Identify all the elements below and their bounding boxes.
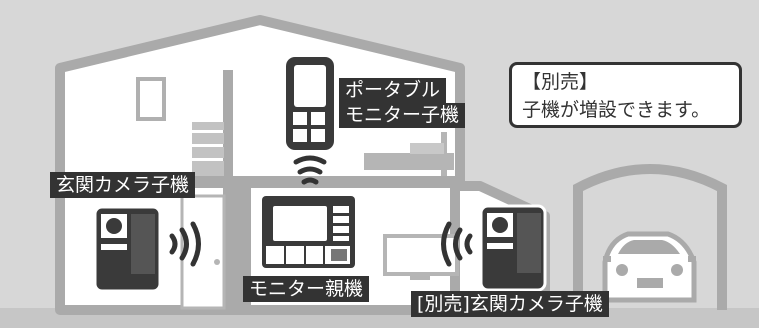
portable-button-3 bbox=[293, 129, 307, 142]
optional-extension-callout: 【別売】 子機が増設できます。 bbox=[509, 62, 742, 128]
entrance-camera-lens bbox=[106, 218, 122, 234]
portable-button-2 bbox=[311, 112, 325, 125]
main-monitor-btn-4 bbox=[333, 236, 349, 241]
carport bbox=[573, 164, 727, 310]
upper-left-room bbox=[136, 77, 224, 176]
bed bbox=[364, 132, 454, 176]
portable-monitor-device bbox=[286, 57, 334, 150]
shelf-2 bbox=[192, 133, 224, 144]
door-frame bbox=[180, 194, 226, 310]
entrance-signal-icon bbox=[169, 221, 201, 267]
upper-inner-wall bbox=[223, 70, 233, 178]
main-monitor-speaker bbox=[331, 249, 347, 261]
extra-camera-button bbox=[487, 243, 513, 249]
extra-entrance-camera-label: [別売]玄関カメラ子機 bbox=[411, 291, 609, 317]
portable-button-1 bbox=[293, 112, 307, 125]
main-monitor-device bbox=[262, 196, 355, 268]
portable-monitor-label-line1: ポータブル bbox=[339, 78, 447, 103]
main-monitor-label: モニター親機 bbox=[243, 276, 370, 302]
main-monitor-screen bbox=[273, 206, 327, 241]
bed-body bbox=[364, 153, 454, 170]
car-icon bbox=[602, 231, 697, 303]
extra-camera-lens bbox=[492, 217, 508, 233]
shelf-1 bbox=[192, 122, 224, 130]
vertical-signal-icon bbox=[293, 155, 327, 185]
entrance-camera-label: 玄関カメラ子機 bbox=[50, 172, 196, 198]
entrance-camera-device bbox=[93, 205, 162, 293]
door-knob bbox=[214, 259, 220, 265]
extra-entrance-camera-device bbox=[479, 204, 547, 292]
main-monitor-btn-3 bbox=[333, 226, 349, 233]
entrance-camera-speaker bbox=[131, 214, 155, 274]
shelf-3 bbox=[192, 147, 224, 158]
main-monitor-btn-1 bbox=[333, 206, 349, 213]
portable-monitor-screen bbox=[294, 65, 326, 107]
extra-camera-speaker bbox=[517, 213, 541, 273]
extra-signal-icon bbox=[441, 221, 473, 267]
portable-button-4 bbox=[311, 129, 325, 142]
entrance-camera-button bbox=[101, 244, 127, 250]
shelf-4 bbox=[192, 161, 224, 176]
portable-monitor-label-line2: モニター子機 bbox=[339, 103, 466, 128]
callout-line2: 子機が増設できます。 bbox=[522, 99, 711, 121]
callout-line1: 【別売】 bbox=[522, 71, 599, 93]
main-monitor-button-bar bbox=[266, 246, 350, 264]
pillow bbox=[410, 143, 444, 154]
tv-stand bbox=[410, 274, 430, 280]
door bbox=[180, 194, 226, 310]
window bbox=[136, 77, 166, 121]
carport-arch bbox=[573, 164, 727, 310]
main-monitor-btn-2 bbox=[333, 216, 349, 223]
